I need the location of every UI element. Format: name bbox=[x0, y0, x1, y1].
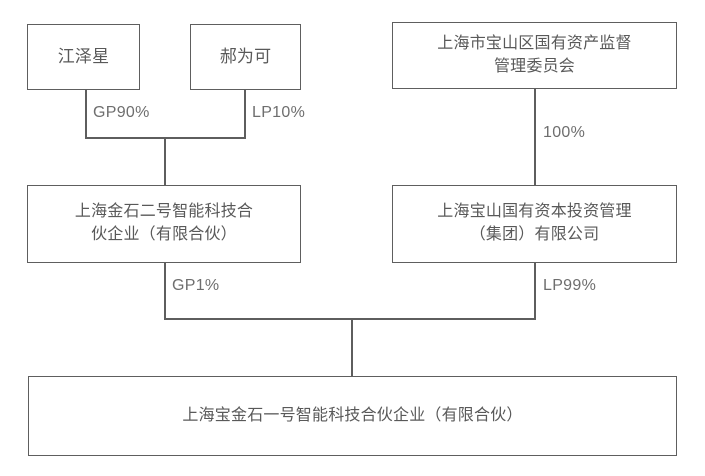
node-jiangzexing: 江泽星 bbox=[27, 24, 140, 90]
connector-bottom-drop-to-baojinshi1 bbox=[351, 318, 353, 377]
edge-label-gp1: GP1% bbox=[172, 277, 220, 294]
connector-baoshan-down bbox=[534, 263, 536, 319]
connector-jiangzexing-down bbox=[85, 90, 87, 138]
node-haoweike-label: 郝为可 bbox=[219, 46, 272, 66]
node-baoshan-capital-investment-group: 上海宝山国有资本投资管理 （集团）有限公司 bbox=[392, 185, 677, 263]
connector-jinshi2-down bbox=[164, 263, 166, 319]
connector-sasac-to-baoshan bbox=[534, 89, 536, 186]
node-baoshan-district-sasac-label: 上海市宝山区国有资产监督 管理委员会 bbox=[437, 34, 632, 75]
node-baoshan-capital-investment-group-label: 上海宝山国有资本投资管理 （集团）有限公司 bbox=[437, 203, 632, 243]
node-baoshan-district-sasac: 上海市宝山区国有资产监督 管理委员会 bbox=[392, 22, 677, 89]
node-jinshi-no2-partnership: 上海金石二号智能科技合 伙企业（有限合伙） bbox=[27, 185, 301, 263]
connector-top-drop-to-jinshi2 bbox=[164, 137, 166, 186]
node-haoweike: 郝为可 bbox=[190, 24, 301, 90]
node-jiangzexing-label: 江泽星 bbox=[57, 46, 110, 66]
node-jinshi-no2-partnership-label: 上海金石二号智能科技合 伙企业（有限合伙） bbox=[74, 203, 254, 243]
edge-label-lp10: LP10% bbox=[252, 104, 306, 121]
edge-label-gp90: GP90% bbox=[93, 104, 150, 121]
connector-bottom-horizontal-bar bbox=[164, 318, 536, 320]
node-baojinshi-no1-partnership-label: 上海宝金石一号智能科技合伙企业（有限合伙） bbox=[182, 406, 523, 424]
edge-label-100: 100% bbox=[543, 124, 586, 141]
connector-haoweike-down bbox=[244, 90, 246, 138]
edge-label-lp99: LP99% bbox=[543, 277, 597, 294]
node-baojinshi-no1-partnership: 上海宝金石一号智能科技合伙企业（有限合伙） bbox=[28, 376, 677, 456]
